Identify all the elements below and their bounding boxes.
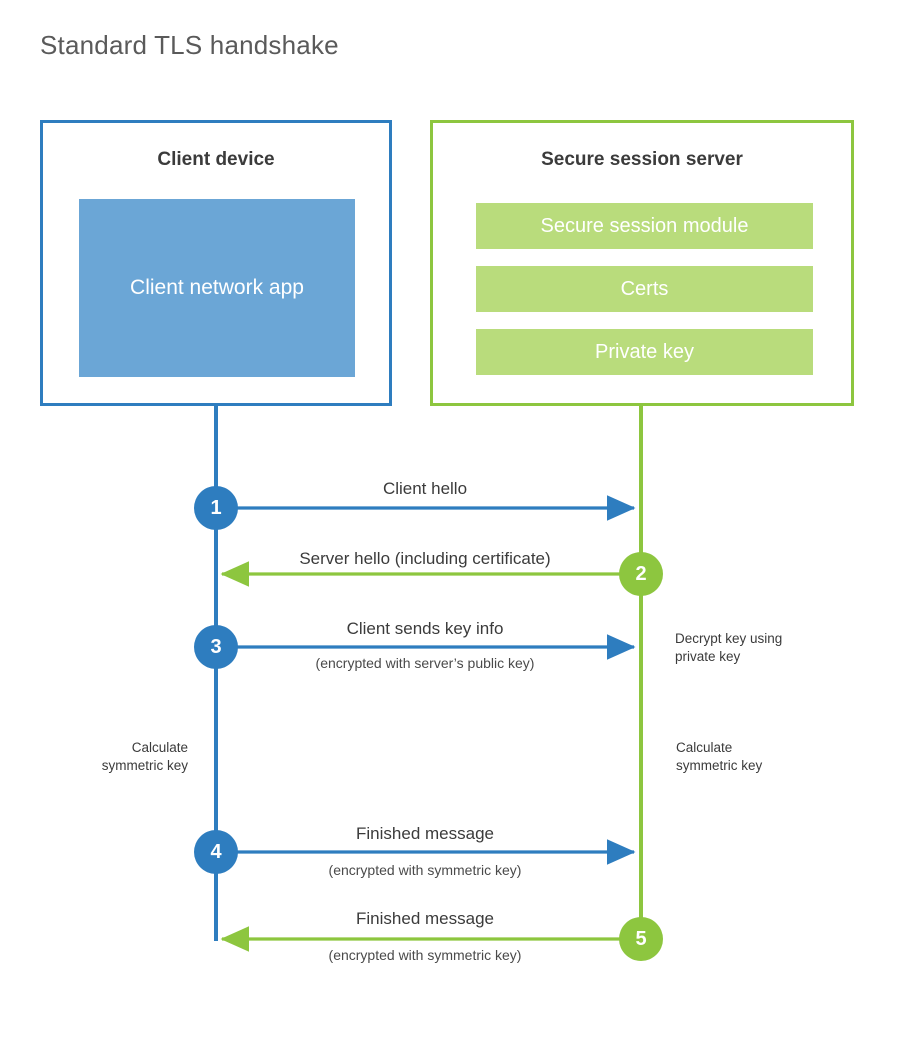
message-label-1: Client hello xyxy=(382,479,468,498)
server-component-secure-session-module: Secure session module xyxy=(476,203,813,249)
secure-session-server-box: Secure session server Secure session mod… xyxy=(430,120,854,406)
secure-session-server-title: Secure session server xyxy=(541,149,743,170)
message-sublabel-3: (encrypted with server’s public key) xyxy=(315,655,535,671)
server-lifeline xyxy=(639,403,643,941)
message-label-3: Client sends key info xyxy=(346,619,504,638)
page-title: Standard TLS handshake xyxy=(40,30,339,60)
annotation-decrypt-key: Decrypt key using private key xyxy=(675,631,783,665)
message-sublabel-5: (encrypted with symmetric key) xyxy=(328,947,522,963)
step-marker-3[interactable]: 3 xyxy=(194,625,238,669)
message-label-4: Finished message xyxy=(356,824,494,843)
step-marker-1[interactable]: 1 xyxy=(194,486,238,530)
step-marker-4[interactable]: 4 xyxy=(194,830,238,874)
client-device-title: Client device xyxy=(157,149,275,170)
client-device-box: Client device Client network app xyxy=(40,120,392,406)
client-network-app-block: Client network app xyxy=(79,199,355,377)
message-label-5: Finished message xyxy=(356,909,494,928)
step-marker-5[interactable]: 5 xyxy=(619,917,663,961)
client-lifeline xyxy=(214,403,218,941)
annotation-client-calculate-symmetric-key: Calculate symmetric key xyxy=(101,740,188,774)
step-marker-2[interactable]: 2 xyxy=(619,552,663,596)
message-sublabel-4: (encrypted with symmetric key) xyxy=(328,862,522,878)
message-label-2: Server hello (including certificate) xyxy=(299,549,551,568)
server-component-private-key: Private key xyxy=(476,329,813,375)
server-component-certs: Certs xyxy=(476,266,813,312)
annotation-server-calculate-symmetric-key: Calculate symmetric key xyxy=(676,740,763,774)
